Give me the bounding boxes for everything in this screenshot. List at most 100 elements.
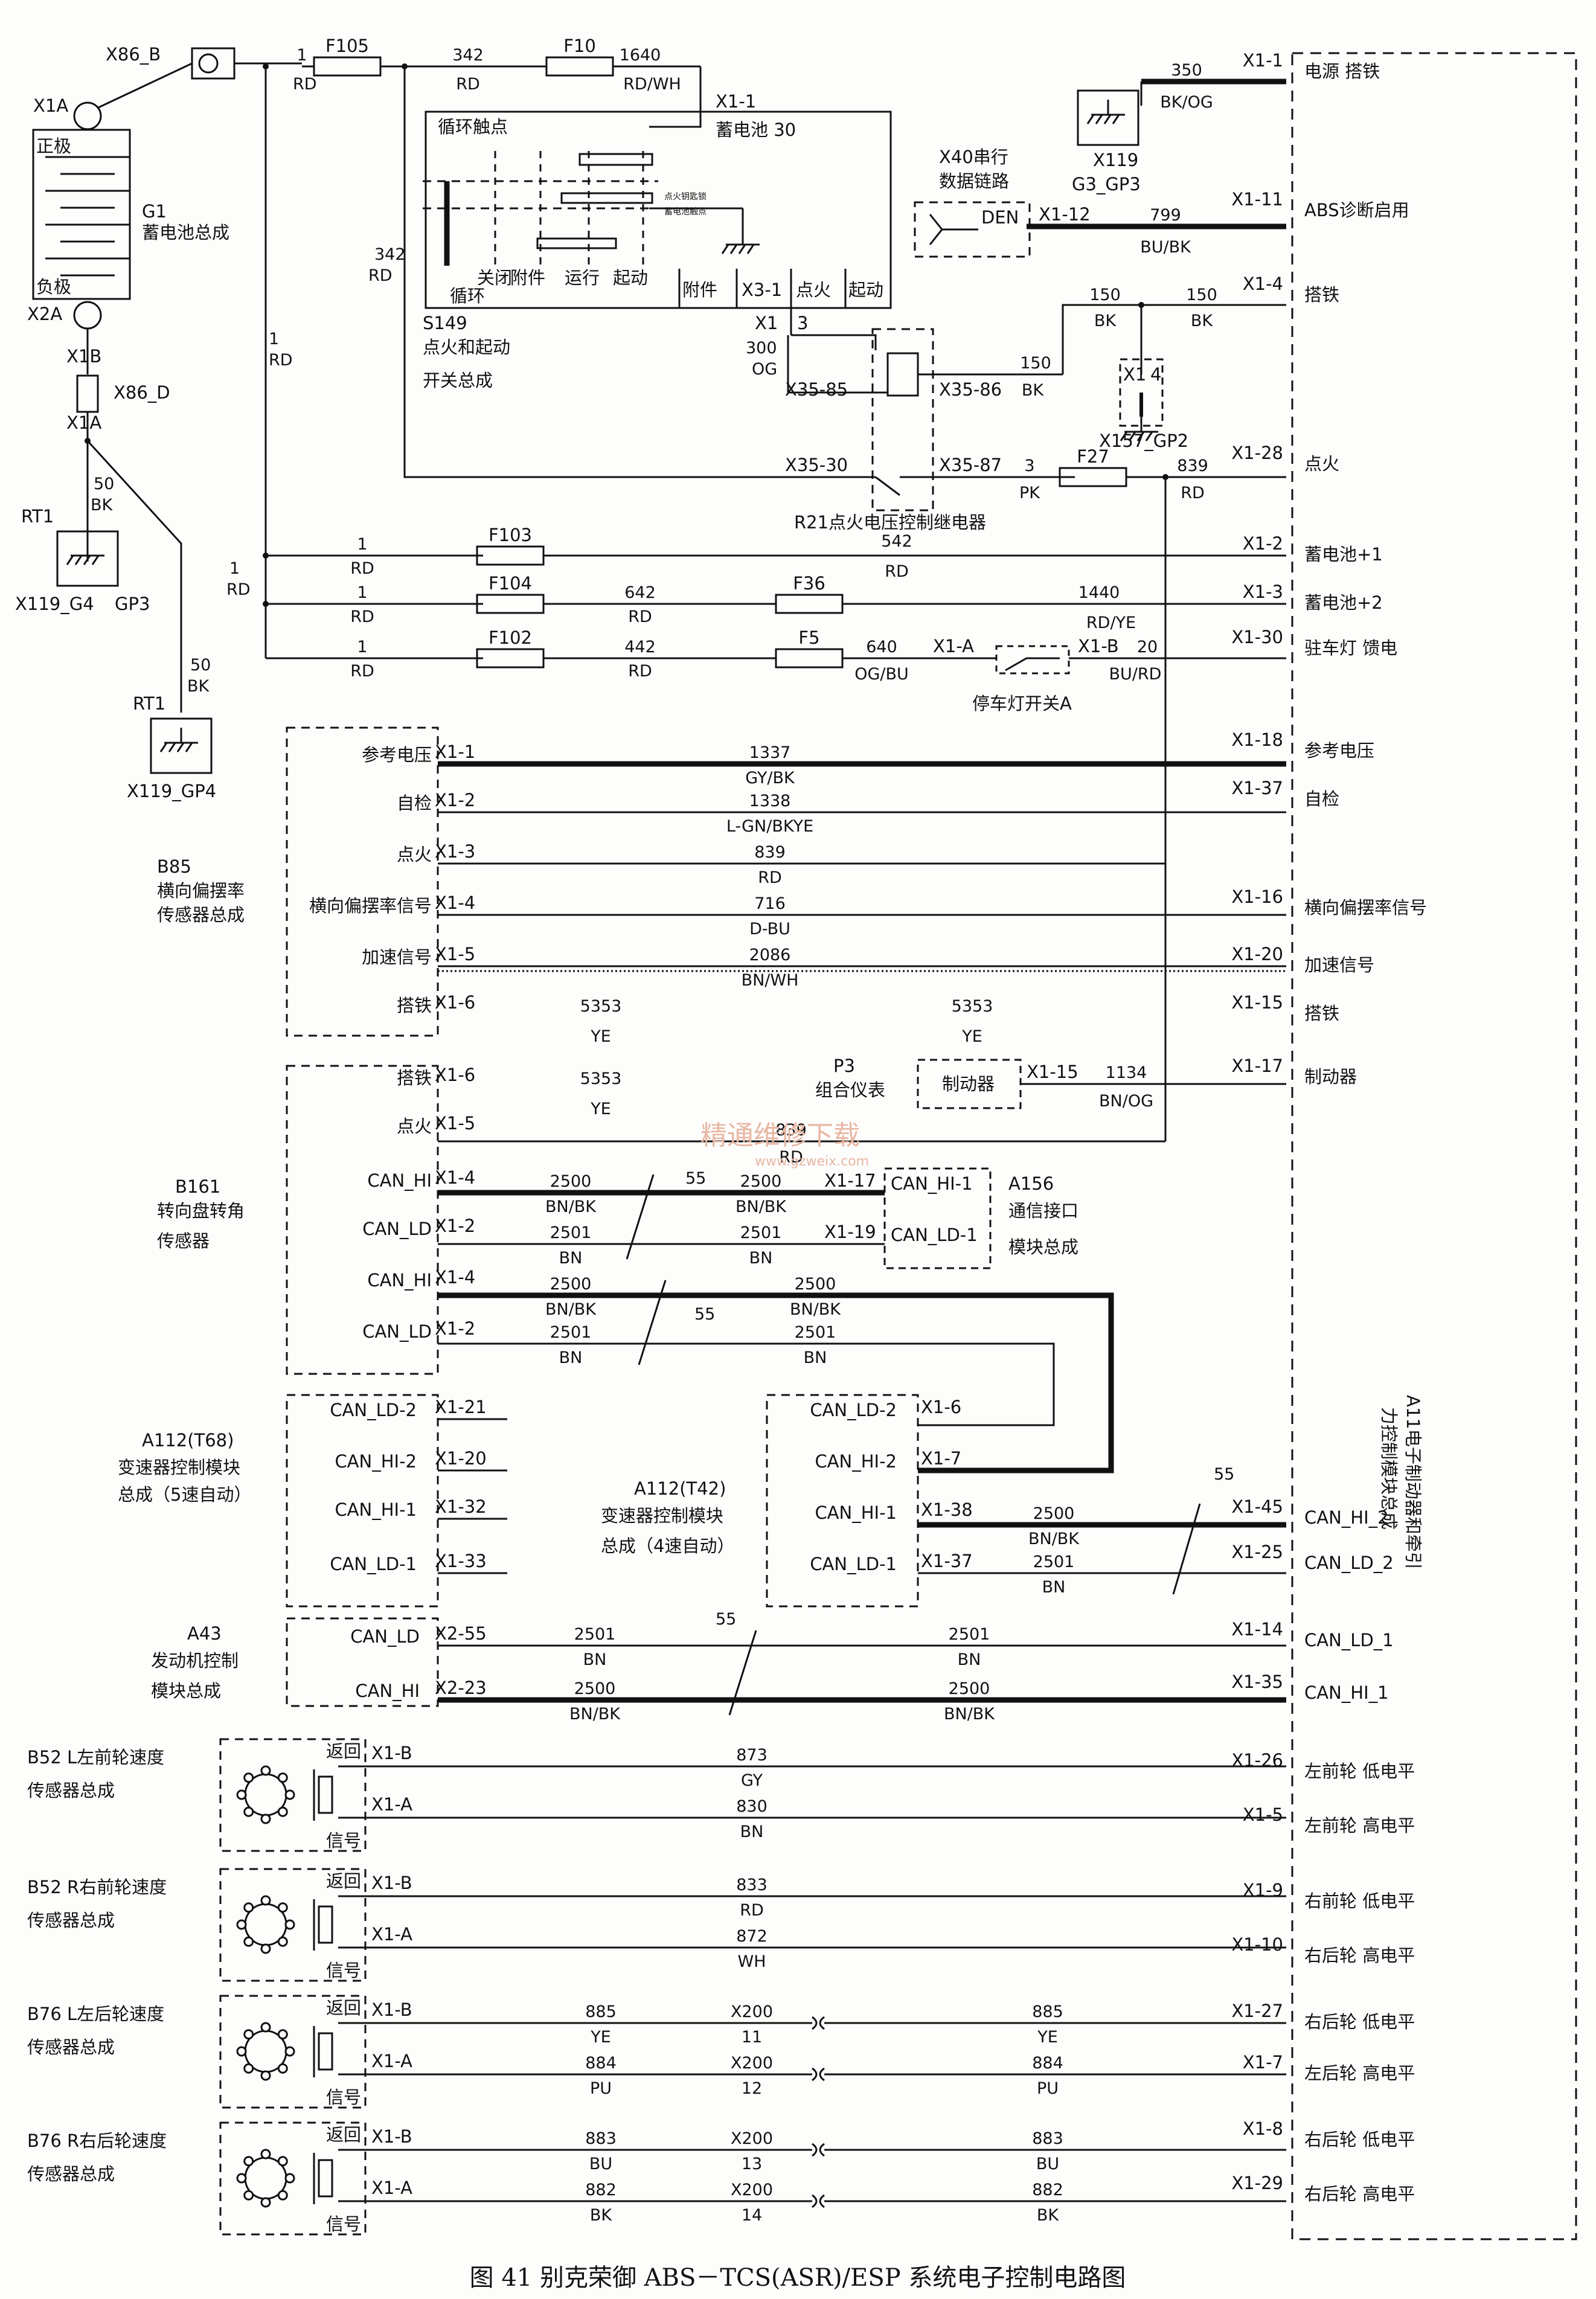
abs-pin-x1-8: X1-8 bbox=[1243, 2118, 1283, 2139]
abs-input-label: 左前轮 高电平 bbox=[1304, 1815, 1415, 1836]
b161-can-hi2-color: BN/BK bbox=[545, 1300, 597, 1319]
g3-label: G3_GP3 bbox=[1072, 174, 1141, 194]
wheel-sensor-pin: X1-A bbox=[371, 2051, 412, 2071]
b161-can-hi-color: BN/BK bbox=[545, 1198, 597, 1216]
wheel-sensor-tooth bbox=[243, 2190, 254, 2201]
a112-t68-pin: X1-21 bbox=[435, 1397, 487, 1417]
wheel-sensor-name2: 传感器总成 bbox=[27, 1780, 115, 1801]
connector-x200-female bbox=[819, 2016, 825, 2030]
wire-1640-color: RD/WH bbox=[623, 75, 681, 94]
abs-input-label: 驻车灯 馈电 bbox=[1304, 638, 1397, 658]
abs-input-label: 制动器 bbox=[1304, 1066, 1357, 1087]
wheel-sensor-tooth bbox=[243, 2063, 254, 2074]
wheel-sensor-tooth bbox=[260, 1765, 271, 1776]
a112-t42-can-hi-color: BN/BK bbox=[1028, 1530, 1080, 1548]
a43-can-ld-w2-number: 2501 bbox=[949, 1625, 990, 1644]
wheel-sensor-tooth bbox=[236, 2173, 247, 2184]
wheel-sensor-tooth bbox=[284, 2046, 295, 2057]
switch-battery-30: 蓄电池 30 bbox=[716, 120, 796, 140]
abs-pin-x1-3: X1-3 bbox=[1243, 582, 1283, 602]
b85-name2: 传感器总成 bbox=[157, 905, 245, 925]
wheel-sensor-tooth bbox=[236, 1919, 247, 1930]
abs-input-label: 参考电压 bbox=[1304, 740, 1374, 761]
wheel-sensor-tooth bbox=[260, 2197, 271, 2208]
wheel-sensor-tooth bbox=[277, 1772, 288, 1783]
a112-t68-name2: 总成（5速自动） bbox=[118, 1484, 251, 1505]
wire-1d-number: 1 bbox=[357, 583, 367, 602]
switch-name2: 开关总成 bbox=[423, 370, 493, 391]
connector-x200-male bbox=[812, 2016, 818, 2030]
b161-can-ld-mid-color: BN bbox=[749, 1249, 773, 1268]
abs-input-label: 搭铁 bbox=[1304, 284, 1339, 305]
conn-x157 bbox=[1119, 358, 1164, 427]
abs-pin-x1-25: X1-25 bbox=[1231, 1542, 1283, 1562]
ground-rt1a: RT1 bbox=[21, 506, 54, 527]
b161-pin: X1-4 bbox=[435, 1267, 475, 1287]
b85-pin: X1-5 bbox=[435, 944, 475, 964]
abs-input-label: 右前轮 低电平 bbox=[1304, 1891, 1415, 1911]
fuse-f36-label: F36 bbox=[793, 573, 825, 594]
wire-150b-number: 150 bbox=[1089, 286, 1121, 304]
switch-contact-bar bbox=[578, 153, 653, 166]
wheel-sensor-tooth bbox=[243, 1806, 254, 1817]
abs-pin-x1-1: X1-1 bbox=[1243, 50, 1283, 71]
twist-55: 55 bbox=[716, 1610, 736, 1629]
a156-pin-ld: X1-19 bbox=[824, 1222, 876, 1242]
switch-name1: 点火和起动 bbox=[423, 337, 510, 358]
wheel-sensor-tooth bbox=[243, 1902, 254, 1913]
connector-x200-male bbox=[812, 2194, 818, 2208]
b85-ground-number: 5353 bbox=[580, 997, 622, 1016]
stop-lamp-contact bbox=[1005, 657, 1060, 672]
wheel-sensor-pin: X1-A bbox=[371, 1924, 412, 1945]
connector-x200-label: X200 bbox=[731, 2129, 773, 2148]
ground-gp4-hatch bbox=[159, 742, 168, 752]
connector-x200-pin: 12 bbox=[742, 2079, 762, 2098]
switch-ground-hatch bbox=[721, 244, 729, 254]
wheel-sensor-signal: 信号 bbox=[326, 2214, 361, 2234]
b85-wire-839-color: RD bbox=[758, 868, 782, 887]
a112-t42-signal: CAN_LD-2 bbox=[810, 1400, 897, 1420]
a156-can-ld: CAN_LD-1 bbox=[891, 1225, 978, 1245]
a112-t42-pin: X1-38 bbox=[921, 1499, 973, 1520]
fuse-f102 bbox=[476, 648, 545, 669]
b161-can-hi-number: 2500 bbox=[550, 1172, 592, 1191]
wheel-sensor-signal: 信号 bbox=[326, 1960, 361, 1981]
bus-number-1: 1 bbox=[229, 559, 240, 578]
wheel-sensor-wire-872-number: 872 bbox=[736, 1927, 768, 1946]
b85-box bbox=[286, 726, 439, 1037]
wheel-sensor-name1: B76 L左后轮速度 bbox=[27, 2004, 164, 2024]
a112-t42-signal: CAN_HI-1 bbox=[815, 1502, 897, 1523]
abs-pin-x1-9: X1-9 bbox=[1243, 1880, 1283, 1900]
wheel-sensor-box bbox=[219, 2121, 367, 2236]
a112-t42-signal: CAN_LD-1 bbox=[810, 1554, 897, 1574]
x40-den: DEN bbox=[981, 207, 1019, 228]
wheel-sensor-wire2-882-number: 882 bbox=[1032, 2181, 1063, 2199]
p3-id: P3 bbox=[833, 1056, 855, 1076]
switch-contact-bar bbox=[560, 192, 653, 204]
wire-1b-color: RD bbox=[269, 351, 293, 370]
wire-350-color: BK/OG bbox=[1160, 93, 1213, 112]
ground-x157-hatch bbox=[1136, 431, 1145, 441]
a156-name2: 模块总成 bbox=[1008, 1237, 1078, 1257]
wheel-sensor-tooth bbox=[260, 1895, 271, 1906]
wire-1640-number: 1640 bbox=[620, 46, 661, 65]
switch-start: 起动 bbox=[848, 280, 883, 300]
wheel-sensor-name1: B76 R右后轮速度 bbox=[27, 2131, 167, 2151]
abs-input-label: 左前轮 低电平 bbox=[1304, 1761, 1415, 1781]
b161-ground-color: YE bbox=[590, 1100, 611, 1118]
wheel-sensor-wire-883-number: 883 bbox=[585, 2129, 617, 2148]
abs-pin-x1-14: X1-14 bbox=[1231, 1619, 1283, 1640]
switch-pos-run: 运行 bbox=[565, 268, 600, 288]
connector-x200-pin: 14 bbox=[742, 2206, 762, 2225]
wheel-sensor-return: 返回 bbox=[326, 1871, 361, 1891]
junction-dot bbox=[263, 601, 269, 607]
a43-pin-ld: X2-55 bbox=[435, 1623, 487, 1644]
a43-pin-hi: X2-23 bbox=[435, 1678, 487, 1698]
wheel-sensor-tooth bbox=[243, 1772, 254, 1783]
a43-can-ld: CAN_LD bbox=[350, 1626, 420, 1647]
a156-id: A156 bbox=[1008, 1173, 1054, 1194]
fuse-f103 bbox=[476, 545, 545, 566]
abs-input-label: CAN_LD_1 bbox=[1304, 1630, 1394, 1650]
wheel-sensor-wire2-885-number: 885 bbox=[1032, 2002, 1063, 2021]
ground-g4-hatch bbox=[74, 555, 83, 565]
